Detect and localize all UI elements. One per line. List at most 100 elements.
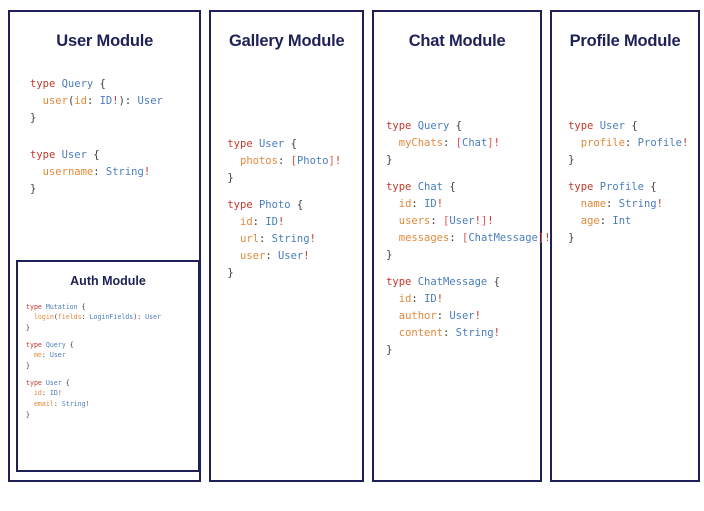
code-line: type User {	[30, 147, 197, 164]
code-line: }	[386, 342, 538, 359]
code-token: :	[606, 198, 619, 211]
code-token: {	[86, 149, 100, 162]
code-line: username: String!	[30, 164, 197, 181]
code-line: name: String!	[568, 196, 696, 213]
code-token: :	[449, 232, 462, 245]
code-token: age	[580, 215, 600, 228]
code-line: type Query {	[386, 118, 538, 135]
code-token: !	[681, 137, 689, 150]
code-token: !	[57, 389, 62, 398]
code-token: users	[398, 215, 431, 228]
code-token: ]	[487, 137, 494, 150]
code-token: user	[240, 250, 266, 263]
module-title-profile: Profile Module	[569, 32, 681, 50]
code-token	[30, 166, 43, 178]
code-token: :	[443, 137, 456, 150]
code-token: ID	[49, 389, 58, 398]
code-token: url	[240, 233, 259, 246]
code-token: User	[137, 95, 163, 108]
code-token: [	[443, 215, 450, 228]
code-token: :	[258, 233, 272, 246]
code-token: [	[455, 137, 462, 150]
code-token: String	[61, 400, 86, 409]
code-token	[386, 198, 399, 210]
code-line: myChats: [Chat]!	[386, 135, 538, 152]
code-line: age: Int	[568, 213, 696, 230]
code-line: type User {	[26, 378, 198, 389]
code-line: id: ID!	[227, 214, 360, 231]
code-token	[26, 389, 34, 397]
code-token: !	[334, 155, 342, 168]
code-line: }	[26, 361, 198, 372]
code-line: }	[568, 152, 696, 169]
code-token: {	[284, 138, 297, 151]
code-token: {	[93, 78, 106, 91]
module-card-auth[interactable]: Auth Module type Mutation { login(fields…	[16, 260, 200, 472]
code-line: user(id: ID!): User	[30, 93, 197, 110]
code-token: User	[45, 378, 62, 387]
code-token: }	[26, 410, 30, 419]
code-line: id: ID!	[26, 388, 198, 399]
code-token	[26, 400, 34, 408]
code-token: {	[61, 378, 70, 387]
code-token	[386, 215, 399, 227]
code-token: Query	[417, 120, 450, 133]
code-line: }	[227, 265, 360, 282]
code-blank-line	[568, 169, 696, 179]
module-card-gallery[interactable]: Gallery Module type User { photos: [Phot…	[209, 10, 365, 482]
code-token	[26, 351, 34, 359]
code-token: :	[93, 166, 106, 179]
module-card-profile[interactable]: Profile Module type User { profile: Prof…	[550, 10, 700, 482]
code-line: content: String!	[386, 325, 538, 342]
code-token: User	[449, 215, 475, 228]
code-token: :	[436, 310, 450, 323]
code-token: User	[277, 250, 304, 263]
code-token: Chat	[462, 137, 488, 150]
code-token: :	[411, 293, 425, 306]
code-token: :	[430, 215, 444, 228]
code-blank-line	[30, 137, 197, 147]
code-token: id	[398, 198, 412, 211]
code-token: }	[26, 362, 30, 371]
code-token: !	[474, 215, 481, 228]
module-card-user[interactable]: User Module type Query { user(id: ID!): …	[8, 10, 202, 482]
module-card-chat[interactable]: Chat Module type Query { myChats: [Chat]…	[372, 10, 551, 482]
code-token: (	[53, 313, 58, 322]
code-token: :	[252, 216, 266, 229]
code-token	[386, 232, 399, 244]
code-token: !	[277, 216, 285, 229]
code-token: type	[26, 302, 46, 311]
code-token: type	[386, 181, 418, 194]
code-line: }	[386, 152, 538, 169]
code-line: author: User!	[386, 308, 538, 325]
code-token: ID	[424, 293, 437, 306]
code-line: }	[26, 410, 198, 421]
code-blank-line	[30, 127, 197, 137]
code-token: username	[42, 166, 94, 179]
code-token	[568, 198, 581, 210]
code-token: User	[449, 310, 475, 323]
code-token: (	[67, 95, 75, 108]
code-token	[227, 216, 240, 228]
code-blank-line	[386, 169, 538, 179]
code-token: }	[386, 154, 393, 167]
code-token: me	[33, 351, 42, 360]
code-token: login	[33, 313, 54, 322]
code-token: type	[227, 199, 259, 212]
code-token: :	[443, 327, 456, 340]
code-line: profile: Profile!	[568, 135, 696, 152]
schema-code-user: type Query { user(id: ID!): User}type Us…	[30, 76, 197, 198]
code-token: LoginFields	[89, 313, 134, 322]
code-token	[227, 250, 240, 262]
code-token: }	[30, 183, 37, 196]
code-line: }	[26, 323, 198, 334]
code-line: type User {	[227, 136, 360, 153]
code-line: photos: [Photo]!	[227, 153, 360, 170]
code-token: String	[618, 198, 657, 211]
code-token: {	[449, 120, 462, 133]
code-token: {	[443, 181, 456, 194]
code-token: }	[26, 324, 30, 333]
code-token: type	[26, 378, 46, 387]
module-title-chat: Chat Module	[408, 32, 506, 50]
code-token: fields	[57, 313, 82, 322]
